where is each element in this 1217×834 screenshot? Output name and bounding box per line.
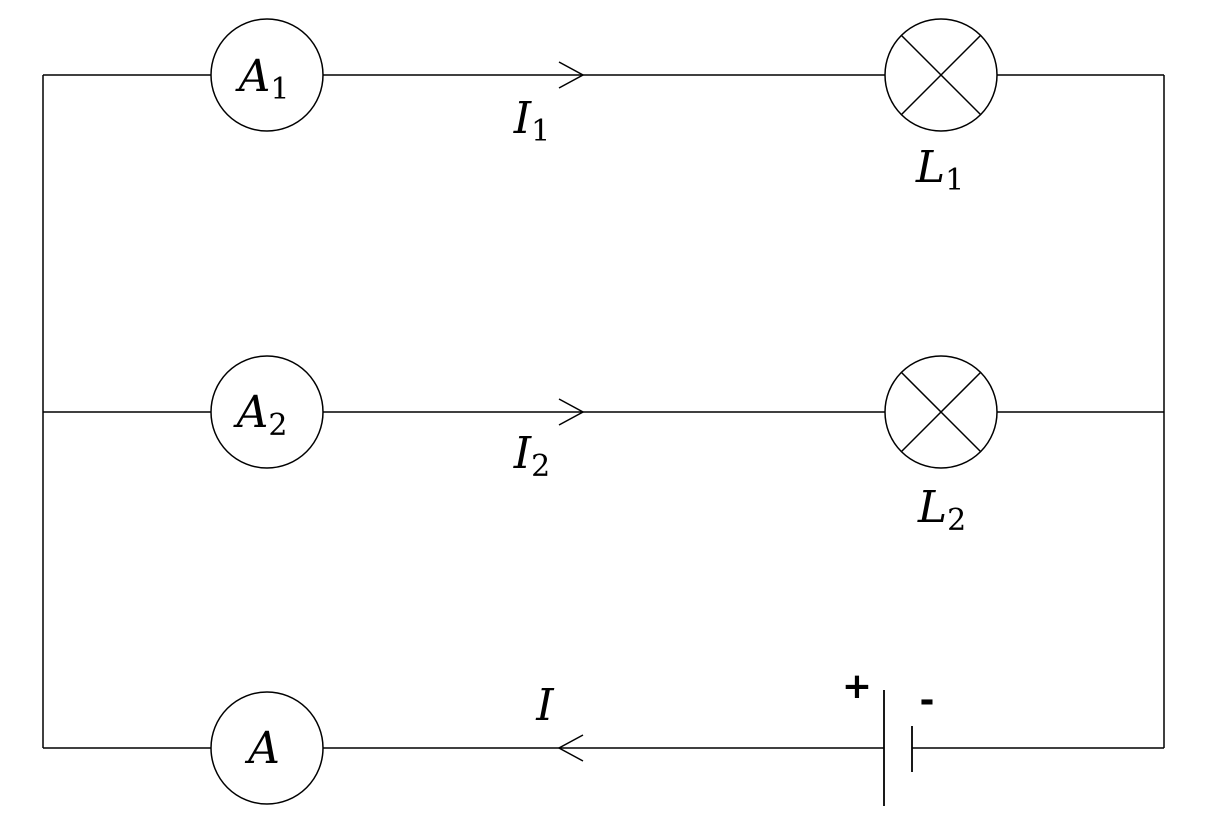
battery-plus-sign: + [842, 666, 872, 707]
current-i1-label: I1 [513, 93, 550, 149]
current-i-label: I [535, 680, 555, 731]
current-i-arrow-icon [557, 734, 584, 762]
lamp-l1: L1 [884, 18, 998, 198]
ammeter-a2-label: A2 [233, 387, 288, 443]
battery: + - [842, 666, 935, 806]
current-i2-arrow-icon [558, 398, 585, 426]
lamp-l2: L2 [884, 355, 998, 538]
branch-2: A2 I2 L2 [43, 355, 1164, 538]
lamp-l1-label: L1 [915, 142, 964, 198]
main-line: A I + - [43, 666, 1164, 806]
ammeter-a: A [210, 691, 324, 805]
ammeter-a1-icon [210, 18, 324, 132]
lamp-l1-cross-b [900, 34, 982, 116]
current-i1-arrow-icon [558, 61, 585, 89]
ammeter-a1-label: A1 [235, 51, 290, 107]
branch-1: A1 I1 L1 [43, 18, 1164, 198]
lamp-l2-cross-b [900, 371, 982, 453]
ammeter-a-icon [210, 691, 324, 805]
ammeter-a2: A2 [210, 355, 324, 469]
ammeter-a2-icon [210, 355, 324, 469]
lamp-l2-label: L2 [917, 482, 966, 538]
ammeter-a-label: A [244, 723, 280, 774]
ammeter-a1: A1 [210, 18, 324, 132]
battery-minus-sign: - [920, 680, 935, 721]
current-i2-label: I2 [513, 428, 550, 484]
